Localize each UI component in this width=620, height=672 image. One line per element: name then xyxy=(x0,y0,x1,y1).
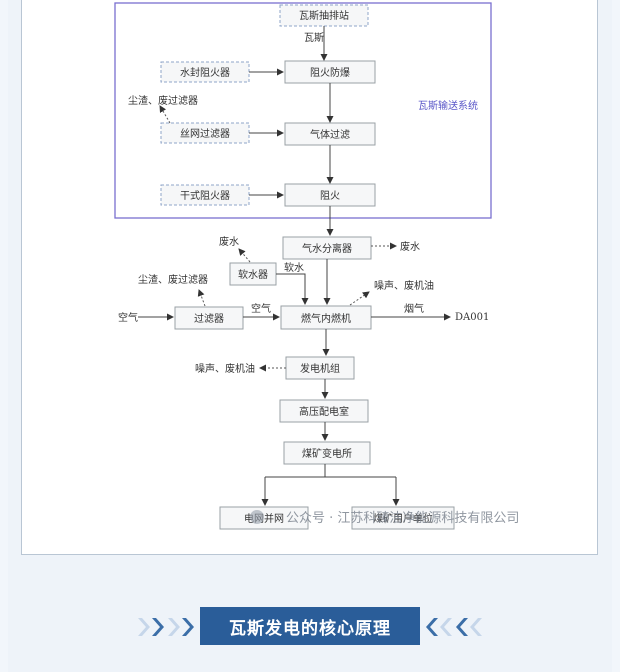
hv-room-label: 高压配电室 xyxy=(299,405,349,418)
air-mid-label: 空气 xyxy=(251,302,271,315)
flow-diagram: 瓦斯输送系统 瓦斯抽排站 阻火防爆 气体过滤 阻火 水封阻火器 丝网过滤器 干式… xyxy=(114,2,519,530)
substation-node xyxy=(283,441,371,465)
substation-label: 煤矿变电所 xyxy=(302,447,352,460)
mine-use-label: 煤矿用户单位 xyxy=(373,512,433,525)
mine-use-node xyxy=(351,506,455,530)
mesh-filter-label: 丝网过滤器 xyxy=(180,127,230,140)
grid-node xyxy=(219,506,309,530)
flue-gas-label: 烟气 xyxy=(404,302,424,315)
gas-system-boundary xyxy=(114,2,492,219)
gas-system-label: 瓦斯输送系统 xyxy=(418,99,478,112)
soft-water-label: 软水 xyxy=(284,261,304,274)
grid-label: 电网并网 xyxy=(244,512,284,525)
engine-label: 燃气内燃机 xyxy=(301,312,351,325)
banner-left-chevrons-icon xyxy=(138,618,194,636)
noise-oil-bottom-label: 噪声、废机油 xyxy=(195,362,255,375)
gas-filter-label: 气体过滤 xyxy=(310,128,350,141)
outlet-label: DA001 xyxy=(455,312,489,323)
section-title-banner: 瓦斯发电的核心原理 xyxy=(200,607,420,645)
hv-room-node xyxy=(279,399,369,423)
softener-label: 软水器 xyxy=(238,268,268,281)
edge-softener-engine xyxy=(276,273,309,305)
wechat-watermark-icon xyxy=(250,510,264,524)
waste-water-left-label: 废水 xyxy=(219,235,239,248)
flame-proof-label: 阻火防爆 xyxy=(310,66,350,79)
dust-filter-top-label: 尘渣、废过滤器 xyxy=(128,94,198,107)
noise-oil-top-label: 噪声、废机油 xyxy=(374,279,434,292)
banner-right-chevrons-icon xyxy=(426,618,482,636)
waste-water-right-label: 废水 xyxy=(400,240,420,253)
water-seal-label: 水封阻火器 xyxy=(180,66,230,79)
separator-label: 气水分离器 xyxy=(302,242,352,255)
edge-filter-waste xyxy=(197,289,206,307)
edge-engine-noise xyxy=(349,291,370,306)
air-filter-node xyxy=(174,306,244,330)
air-in-label: 空气 xyxy=(118,311,138,324)
generator-label: 发电机组 xyxy=(300,362,340,375)
watermark-text: 公众号 · 江苏科臻洁净能源科技有限公司 xyxy=(286,510,519,526)
gas-station-label: 瓦斯抽排站 xyxy=(299,9,349,22)
gas-edge-label: 瓦斯 xyxy=(304,31,324,44)
dry-arrester-label: 干式阻火器 xyxy=(180,189,230,202)
section-title: 瓦斯发电的核心原理 xyxy=(229,618,391,639)
edge-softener-waste xyxy=(238,248,251,263)
flame-arrest-label: 阻火 xyxy=(320,190,340,202)
air-filter-label: 过滤器 xyxy=(194,312,224,325)
dust-filter-mid-label: 尘渣、废过滤器 xyxy=(138,273,208,286)
edge-mesh-waste xyxy=(159,105,171,124)
